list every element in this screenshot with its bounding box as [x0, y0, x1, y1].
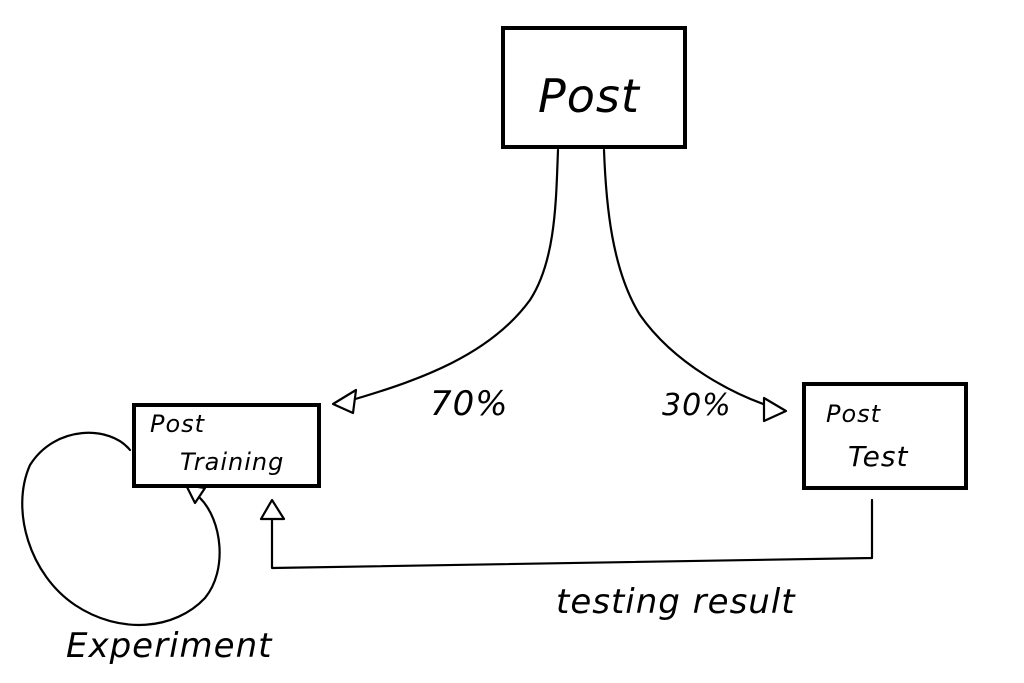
node-post: Post [501, 26, 687, 149]
arrowhead-training [331, 388, 358, 415]
edge-label-70: 70% [430, 384, 509, 424]
node-post-training-label-line1: Post [150, 410, 206, 438]
node-post-test-label-line2: Test [848, 440, 908, 473]
node-post-training: Post Training [132, 403, 321, 488]
arrowhead-test [762, 396, 788, 423]
node-post-test: Post Test [802, 382, 968, 490]
edge-post-to-training [331, 148, 560, 415]
node-post-test-label-line1: Post [826, 400, 882, 428]
edge-test-to-training [259, 498, 874, 570]
node-post-label: Post [538, 69, 641, 123]
arrowhead-feedback [259, 498, 286, 521]
edge-post-to-test [602, 148, 788, 423]
edge-label-30: 30% [662, 388, 732, 423]
edge-label-experiment: Experiment [66, 626, 273, 666]
edge-label-testing-result: testing result [556, 582, 796, 622]
node-post-training-label-line2: Training [180, 448, 284, 476]
